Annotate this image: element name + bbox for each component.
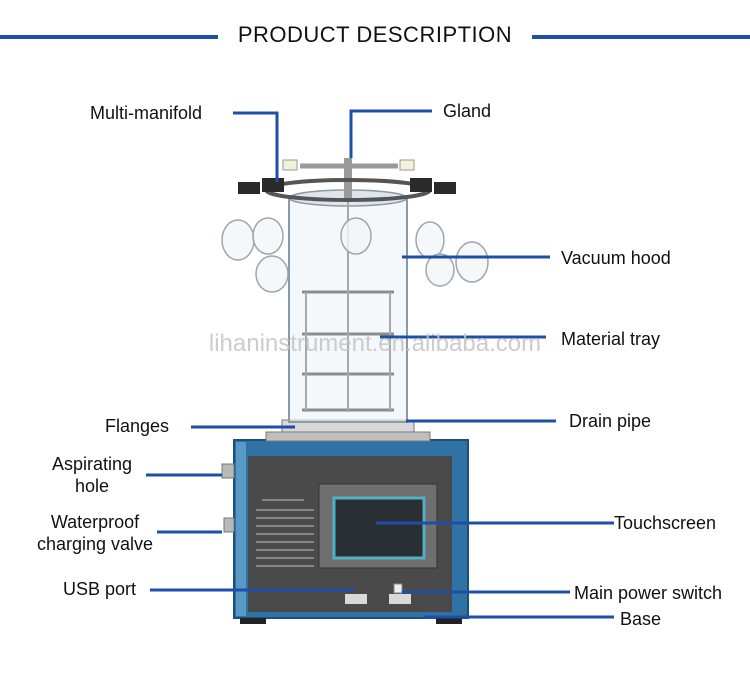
freeze-dryer (221, 158, 489, 624)
label-usb-port: USB port (63, 579, 137, 599)
leader-multi-manifold (233, 111, 279, 182)
handle-cap-right (399, 159, 415, 171)
flasks (221, 217, 489, 293)
label-touchscreen: Touchscreen (614, 513, 717, 533)
label-aspirating-hole-line2: hole (74, 476, 110, 496)
panel-instructions (256, 499, 314, 567)
cabinet-highlight (236, 442, 246, 616)
power-switch (393, 583, 403, 594)
foot-left (240, 618, 266, 624)
label-waterproof-valve-line2: charging valve (36, 534, 154, 554)
label-multi-manifold: Multi-manifold (90, 103, 203, 123)
foot-right (436, 618, 462, 624)
label-flanges: Flanges (105, 416, 170, 436)
page-title: PRODUCT DESCRIPTION (237, 22, 513, 47)
label-main-power-switch: Main power switch (574, 583, 723, 603)
flange-base (265, 431, 431, 442)
aspirating-fitting (221, 463, 235, 479)
valve-fitting (223, 517, 235, 533)
usb-port-plate (345, 594, 367, 604)
leader-lines (146, 109, 614, 619)
label-waterproof-valve: Waterproof charging valve (28, 511, 162, 555)
handle-cap-left (282, 159, 298, 171)
leader-gland (349, 109, 432, 158)
label-aspirating-hole-line1: Aspirating (51, 454, 133, 474)
label-drain-pipe: Drain pipe (569, 411, 652, 431)
touchscreen (332, 496, 426, 560)
power-switch-plate (389, 594, 411, 604)
label-aspirating-hole: Aspirating hole (38, 453, 146, 497)
label-base: Base (620, 609, 662, 629)
label-waterproof-valve-line1: Waterproof (50, 512, 140, 532)
label-gland: Gland (443, 101, 492, 121)
label-vacuum-hood: Vacuum hood (561, 248, 671, 268)
label-material-tray: Material tray (561, 329, 661, 349)
watermark: lihaninstrument.en.alibaba.com (208, 330, 542, 357)
